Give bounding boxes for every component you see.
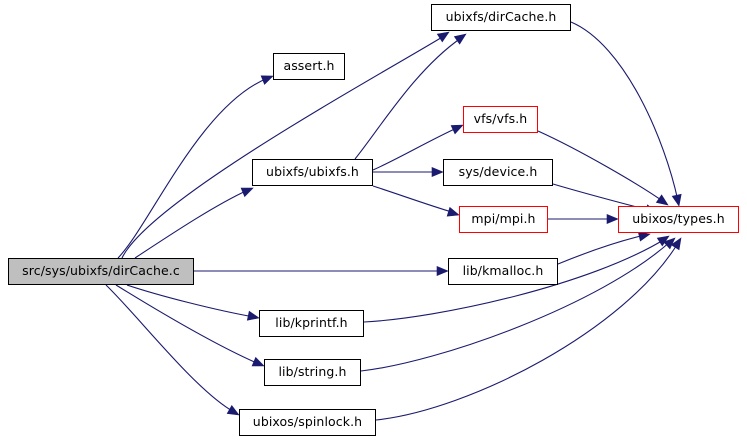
node-label-dircache_h: ubixfs/dirCache.h <box>445 9 557 25</box>
edge-ubixfs_h-to-mpi_h <box>372 185 456 214</box>
node-kmalloc_h[interactable]: lib/kmalloc.h <box>448 258 558 285</box>
node-label-mpi_h: mpi/mpi.h <box>471 211 536 227</box>
node-label-types_h: ubixos/types.h <box>632 211 725 227</box>
edge-ubixfs_h-to-dircache_h <box>354 37 462 160</box>
arrowhead-spinlock_h-to-types_h <box>670 237 682 251</box>
node-label-string_h: lib/string.h <box>278 364 347 380</box>
arrowhead-dircache_c-to-kmalloc_h <box>436 265 449 277</box>
arrowhead-dircache_c-to-dircache_h <box>436 31 450 43</box>
node-mpi_h[interactable]: mpi/mpi.h <box>459 206 548 233</box>
edge-dircache_c-to-string_h <box>115 284 260 365</box>
edge-dircache_c-to-dircache_h <box>121 35 445 259</box>
arrowhead-ubixfs_h-to-vfs_h <box>450 124 464 135</box>
edge-string_h-to-types_h <box>360 240 672 372</box>
node-label-device_h: sys/device.h <box>458 164 538 180</box>
node-spinlock_h[interactable]: ubixos/spinlock.h <box>239 409 376 436</box>
node-label-assert_h: assert.h <box>283 58 335 74</box>
node-label-kmalloc_h: lib/kmalloc.h <box>462 263 544 279</box>
arrowhead-dircache_c-to-kprintf_h <box>246 310 260 321</box>
edge-dircache_h-to-types_h <box>570 21 679 202</box>
node-string_h[interactable]: lib/string.h <box>264 359 361 386</box>
node-types_h[interactable]: ubixos/types.h <box>618 206 739 233</box>
node-dircache_c[interactable]: src/sys/ubixfs/dirCache.c <box>8 258 194 285</box>
arrowhead-dircache_h-to-types_h <box>671 193 682 207</box>
node-assert_h[interactable]: assert.h <box>273 53 345 80</box>
arrowhead-ubixfs_h-to-mpi_h <box>446 206 460 217</box>
node-vfs_h[interactable]: vfs/vfs.h <box>463 106 538 133</box>
node-label-spinlock_h: ubixos/spinlock.h <box>252 414 363 430</box>
edge-kprintf_h-to-types_h <box>363 238 666 323</box>
edge-spinlock_h-to-types_h <box>375 242 679 421</box>
arrowhead-dircache_c-to-ubixfs_h <box>240 187 254 198</box>
edge-vfs_h-to-types_h <box>537 130 665 203</box>
node-label-kprintf_h: lib/kprintf.h <box>275 315 348 331</box>
arrowhead-ubixfs_h-to-device_h <box>431 166 444 178</box>
arrowhead-string_h-to-types_h <box>663 237 676 250</box>
node-label-vfs_h: vfs/vfs.h <box>473 111 528 127</box>
edge-dircache_c-to-assert_h <box>117 77 269 259</box>
arrowhead-vfs_h-to-types_h <box>655 194 669 206</box>
edge-dircache_c-to-ubixfs_h <box>134 189 249 259</box>
node-device_h[interactable]: sys/device.h <box>443 159 553 186</box>
edge-kmalloc_h-to-types_h <box>557 234 646 265</box>
arrowhead-kprintf_h-to-types_h <box>656 235 670 247</box>
arrowhead-dircache_c-to-assert_h <box>260 75 274 85</box>
node-ubixfs_h[interactable]: ubixfs/ubixfs.h <box>252 159 373 186</box>
node-dircache_h[interactable]: ubixfs/dirCache.h <box>431 4 571 31</box>
arrowhead-dircache_c-to-string_h <box>251 356 265 367</box>
edge-dircache_c-to-kprintf_h <box>126 284 255 318</box>
node-label-dircache_c: src/sys/ubixfs/dirCache.c <box>22 263 180 279</box>
arrowhead-dircache_c-to-spinlock_h <box>226 404 240 416</box>
edge-dircache_c-to-spinlock_h <box>105 284 235 413</box>
node-label-ubixfs_h: ubixfs/ubixfs.h <box>266 164 359 180</box>
edge-ubixfs_h-to-vfs_h <box>372 126 460 171</box>
arrowhead-mpi_h-to-types_h <box>606 213 619 225</box>
arrowhead-ubixfs_h-to-dircache_h <box>453 33 467 45</box>
node-kprintf_h[interactable]: lib/kprintf.h <box>259 310 364 337</box>
